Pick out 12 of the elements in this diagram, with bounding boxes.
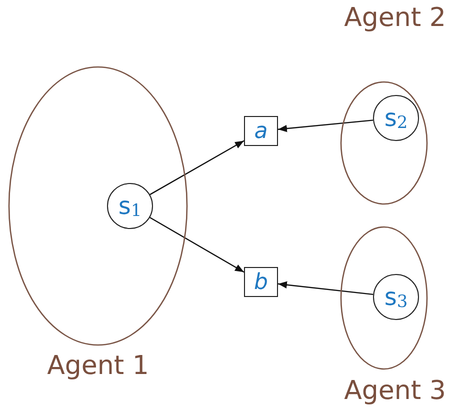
agent-label: Agent 3 <box>343 376 447 406</box>
arrow <box>278 120 374 132</box>
arrow <box>150 217 244 273</box>
action-box: b <box>244 267 278 297</box>
arrow <box>278 281 374 296</box>
state-circle: s$_{3}$ <box>373 274 419 320</box>
agent-label: Agent 2 <box>343 3 447 33</box>
agent-label: Agent 1 <box>46 351 150 381</box>
state-circle: s$_{2}$ <box>373 95 419 141</box>
state-circle: s$_{1}$ <box>107 183 153 229</box>
arrow <box>150 140 244 196</box>
action-box: a <box>244 116 278 146</box>
